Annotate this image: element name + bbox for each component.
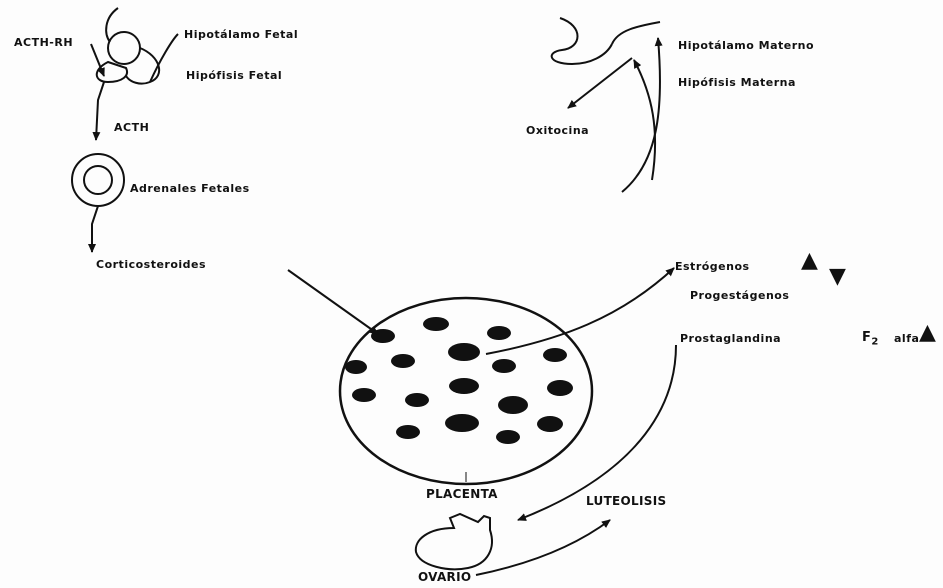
corticosteroides-label: Corticosteroides xyxy=(96,258,206,271)
acth-rh-label: ACTH-RH xyxy=(14,36,73,49)
estrogenos-up-arrow-icon: ▲ xyxy=(801,250,818,272)
luteolisis-label: LUTEOLISIS xyxy=(586,494,666,508)
corticosteroid-arrow xyxy=(92,206,98,252)
hipofisis-materna-label: Hipófisis Materna xyxy=(678,76,796,89)
corticosteroids-to-placenta-arrow xyxy=(288,270,378,334)
alfa-label: alfa xyxy=(894,332,919,345)
maternal-hypothalamus-shape xyxy=(552,18,660,64)
ovary-shape xyxy=(416,514,492,569)
estrogenos-label: Estrógenos xyxy=(675,260,750,273)
ovario-label: OVARIO xyxy=(418,570,471,584)
hipotalamo-fetal-label: Hipotálamo Fetal xyxy=(184,28,298,41)
oxytocin-arrow xyxy=(568,58,632,108)
prostaglandina-up-arrow-icon: ▲ xyxy=(919,322,936,344)
adrenales-fetales-label: Adrenales Fetales xyxy=(130,182,250,195)
oxitocina-label: Oxitocina xyxy=(526,124,589,137)
progestagenos-label: Progestágenos xyxy=(690,289,789,302)
hipotalamo-materno-label: Hipotálamo Materno xyxy=(678,39,814,52)
fetal-adrenal-shape xyxy=(72,154,124,206)
fetal-hypothalamus-shape xyxy=(97,8,178,84)
f2-label: F2 xyxy=(862,330,879,348)
acth-arrow xyxy=(96,82,104,140)
luteolysis-arrow xyxy=(476,520,610,575)
placenta-shape xyxy=(340,298,592,484)
placenta-label: PLACENTA xyxy=(426,487,498,501)
prostaglandina-label: Prostaglandina xyxy=(680,332,781,345)
progestagenos-down-arrow-icon: ▼ xyxy=(829,266,846,288)
acth-label: ACTH xyxy=(114,121,149,134)
placenta-to-hormones-arrow xyxy=(486,268,674,354)
hipofisis-fetal-label: Hipófisis Fetal xyxy=(186,69,282,82)
